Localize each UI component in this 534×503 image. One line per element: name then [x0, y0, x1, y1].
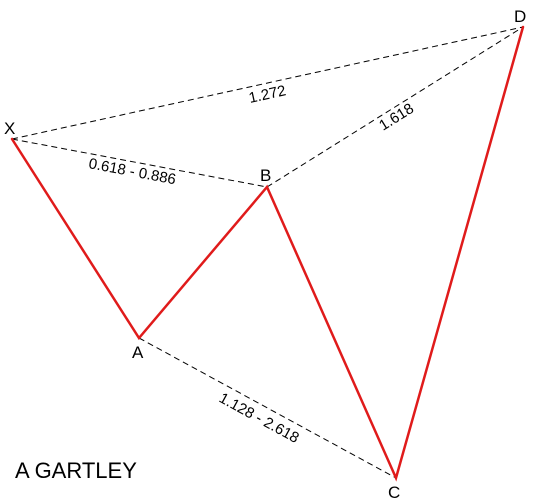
diagram-title: A GARTLEY: [15, 458, 137, 483]
guide-x-b: [11, 138, 268, 188]
ratio-label-bd: 1.618: [376, 100, 417, 134]
point-label-b: B: [260, 166, 271, 185]
ratio-label-xb: 0.618 - 0.886: [87, 155, 177, 188]
ratio-label-ac: 1.128 - 2.618: [216, 390, 302, 447]
guide-x-d: [11, 26, 524, 140]
ratio-label-xd: 1.272: [247, 82, 287, 107]
point-label-a: A: [132, 343, 144, 362]
guide-b-d: [266, 26, 524, 188]
point-label-d: D: [514, 7, 526, 26]
point-label-c: C: [388, 483, 400, 502]
guide-a-c: [138, 337, 397, 479]
pattern-legs: [10, 25, 525, 482]
point-label-x: X: [4, 119, 15, 138]
